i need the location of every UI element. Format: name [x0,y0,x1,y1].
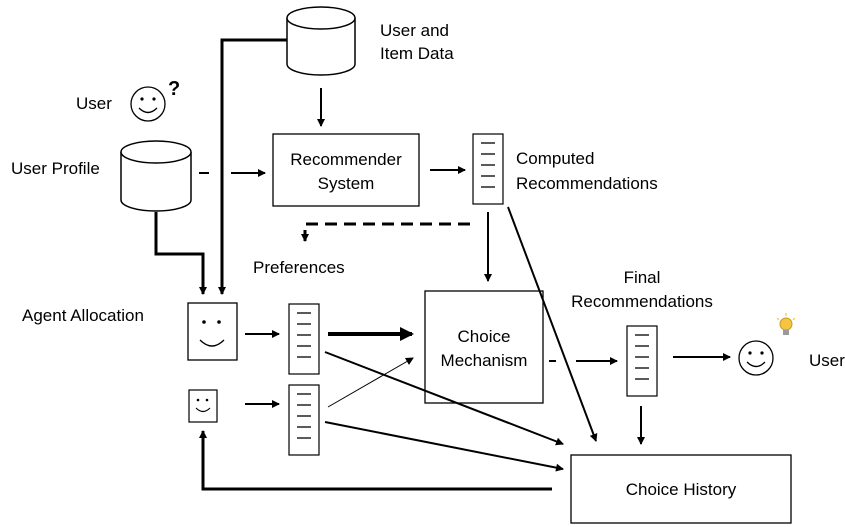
arrow-list-2-to-history [324,421,564,472]
user-item-data-label-line1: User and [380,21,449,40]
computed-label-line1: Computed [516,149,594,168]
choice-history-label: Choice History [626,480,737,499]
recommender-label-line1: Recommender [290,150,402,169]
agent-recommendations-list-icon-1 [288,303,320,375]
user-right-label: User [809,351,845,370]
choice-history-box [570,454,792,524]
arrow-computed-to-preferences [301,222,470,242]
user-profile-database-icon [120,140,192,212]
choice-mechanism-label-line1: Choice [458,327,511,346]
computed-label-line2: Recommendations [516,174,658,193]
small-agent-smiley-icon [188,389,218,423]
final-label-line2: Recommendations [571,292,713,311]
final-label-line1: Final [624,268,661,287]
user-label: User [76,94,112,113]
user-profile-label: User Profile [11,159,100,178]
arrow-data-to-agent [218,38,287,295]
recommender-system-box [272,133,420,207]
user-item-data-database-icon [286,6,356,76]
arrow-list-1-to-history [324,351,564,446]
choice-mechanism-box [424,290,544,404]
user-smiley-icon [130,86,166,122]
agent-allocation-label: Agent Allocation [22,306,144,325]
user-question-icon: ? [168,78,180,100]
large-agent-smiley-icon [187,302,238,361]
preferences-label: Preferences [253,258,345,277]
choice-mechanism-label-line2: Mechanism [441,351,528,370]
arrow-list-2-to-choice [327,357,414,408]
lightbulb-icon [776,313,796,335]
agent-recommendations-list-icon-2 [288,384,320,456]
computed-recommendations-list-icon [472,133,504,205]
final-recommendations-list-icon [626,325,658,397]
recommender-label-line2: System [318,174,375,193]
happy-user-smiley-icon [738,340,774,376]
user-item-data-label-line2: Item Data [380,44,454,63]
arrow-profile-to-agent [154,212,207,295]
arrow-computed-to-history [507,206,598,442]
arrow-history-to-small-agent [199,430,552,491]
